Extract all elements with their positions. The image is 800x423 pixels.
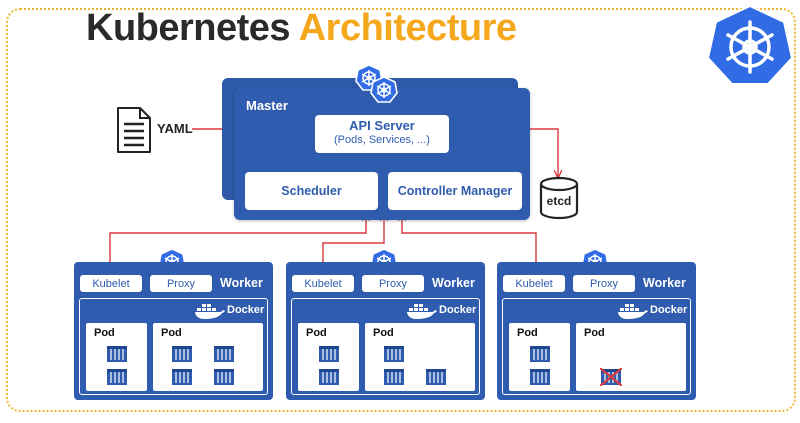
title-architecture: Architecture: [298, 7, 517, 49]
etcd-label: etcd: [546, 194, 572, 208]
container-icon: [425, 368, 447, 386]
failed-container-icon: [599, 367, 623, 387]
container-icon: [213, 368, 235, 386]
container-icon: [171, 368, 193, 386]
pod-label: Pod: [306, 327, 327, 339]
pod: Pod: [509, 323, 570, 391]
worker-node-2: Kubelet Proxy Worker Docker Pod Pod: [286, 262, 485, 400]
pod-label: Pod: [517, 327, 538, 339]
yaml-label: YAML: [157, 121, 193, 136]
dotted-frame: [6, 8, 796, 412]
container-icon: [318, 345, 340, 363]
docker-runtime: Docker Pod Pod: [79, 298, 268, 395]
container-icon: [213, 345, 235, 363]
title-kubernetes: Kubernetes: [86, 7, 291, 49]
page-title: Kubernetes Architecture: [86, 6, 517, 50]
docker-runtime: Docker Pod Pod: [502, 298, 691, 395]
container-icon: [106, 345, 128, 363]
docker-label: Docker: [650, 304, 688, 316]
docker-whale-icon: [407, 302, 437, 319]
master-helm-icon: [370, 76, 398, 104]
docker-label: Docker: [439, 304, 477, 316]
container-icon: [529, 345, 551, 363]
scheduler-box: Scheduler: [245, 172, 378, 210]
container-icon: [529, 368, 551, 386]
proxy-box: Proxy: [362, 275, 424, 292]
pod: Pod: [153, 323, 263, 391]
worker-label: Worker: [643, 276, 686, 290]
container-icon: [106, 368, 128, 386]
kubelet-box: Kubelet: [292, 275, 354, 292]
master-label: Master: [246, 98, 288, 113]
docker-label: Docker: [227, 304, 265, 316]
kubelet-box: Kubelet: [80, 275, 142, 292]
container-icon: [318, 368, 340, 386]
proxy-box: Proxy: [573, 275, 635, 292]
document-icon: [117, 107, 151, 153]
controller-manager-box: Controller Manager: [388, 172, 522, 210]
proxy-box: Proxy: [150, 275, 212, 292]
pod-label: Pod: [94, 327, 115, 339]
worker-node-3: Kubelet Proxy Worker Docker Pod Pod: [497, 262, 696, 400]
pod-label: Pod: [161, 327, 182, 339]
worker-label: Worker: [220, 276, 263, 290]
pod-label: Pod: [584, 327, 605, 339]
api-server-box: API Server (Pods, Services, ...): [315, 115, 449, 153]
container-icon: [383, 345, 405, 363]
worker-node-1: Kubelet Proxy Worker Docker Pod Pod: [74, 262, 273, 400]
api-server-title: API Server: [349, 118, 415, 133]
database-icon: [539, 176, 579, 220]
kubelet-box: Kubelet: [503, 275, 565, 292]
kubernetes-logo: [707, 5, 793, 85]
api-server-subtitle: (Pods, Services, ...): [334, 134, 430, 146]
pod: Pod: [298, 323, 359, 391]
pod: Pod: [86, 323, 147, 391]
docker-whale-icon: [618, 302, 648, 319]
docker-whale-icon: [195, 302, 225, 319]
container-icon: [383, 368, 405, 386]
pod: Pod: [365, 323, 475, 391]
pod: Pod: [576, 323, 686, 391]
docker-runtime: Docker Pod Pod: [291, 298, 480, 395]
container-icon: [171, 345, 193, 363]
pod-label: Pod: [373, 327, 394, 339]
worker-label: Worker: [432, 276, 475, 290]
